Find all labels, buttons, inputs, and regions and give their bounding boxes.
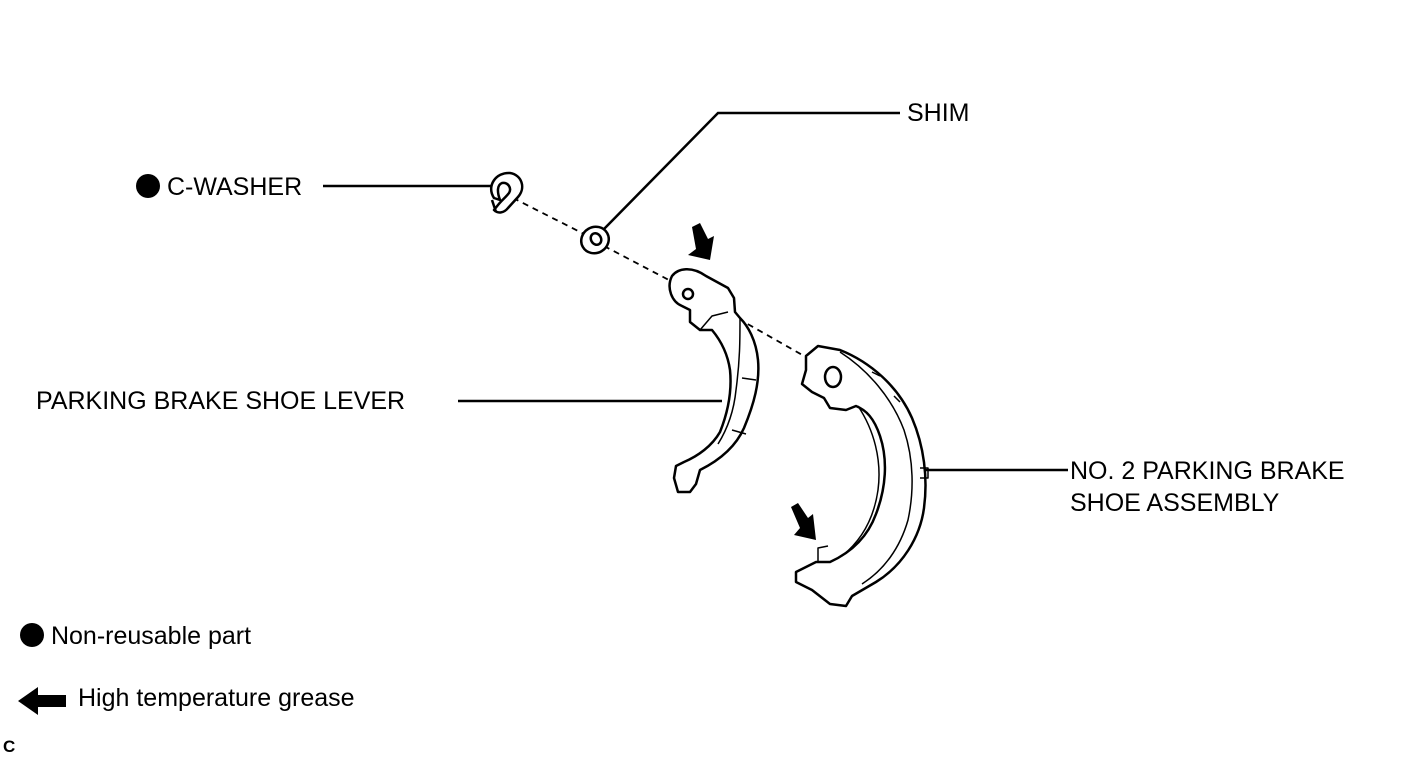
shim-label: SHIM — [907, 99, 970, 127]
shoe-lever-part — [668, 268, 760, 494]
shoe-lever-label: PARKING BRAKE SHOE LEVER — [36, 387, 406, 415]
legend-non-reusable-text: Non-reusable part — [50, 622, 252, 650]
legend-non-reusable: Non-reusable part — [20, 621, 251, 651]
leader-lines — [323, 111, 1068, 472]
c-washer-label: C-WASHER — [166, 173, 303, 201]
corner-mark: C — [3, 737, 16, 756]
c-washer-callout: C-WASHER — [136, 172, 302, 202]
c-washer-part — [489, 171, 524, 214]
assembly-axis — [512, 197, 821, 366]
shoe-grease-arrow-icon — [791, 503, 816, 540]
grease-arrows — [688, 223, 816, 540]
lever-grease-arrow-icon — [688, 223, 714, 260]
shim-part — [579, 225, 611, 255]
black-arrow-icon — [18, 687, 66, 715]
shoe-assembly-label-line1: NO. 2 PARKING BRAKE — [1070, 457, 1345, 485]
shim-leader — [603, 111, 900, 230]
legend-grease-text: High temperature grease — [78, 684, 355, 712]
shoe-assembly-label-line2: SHOE ASSEMBLY — [1070, 489, 1280, 517]
shoe-assembly-part — [794, 344, 929, 608]
non-reusable-icon — [136, 174, 160, 198]
filled-circle-icon — [20, 623, 44, 647]
